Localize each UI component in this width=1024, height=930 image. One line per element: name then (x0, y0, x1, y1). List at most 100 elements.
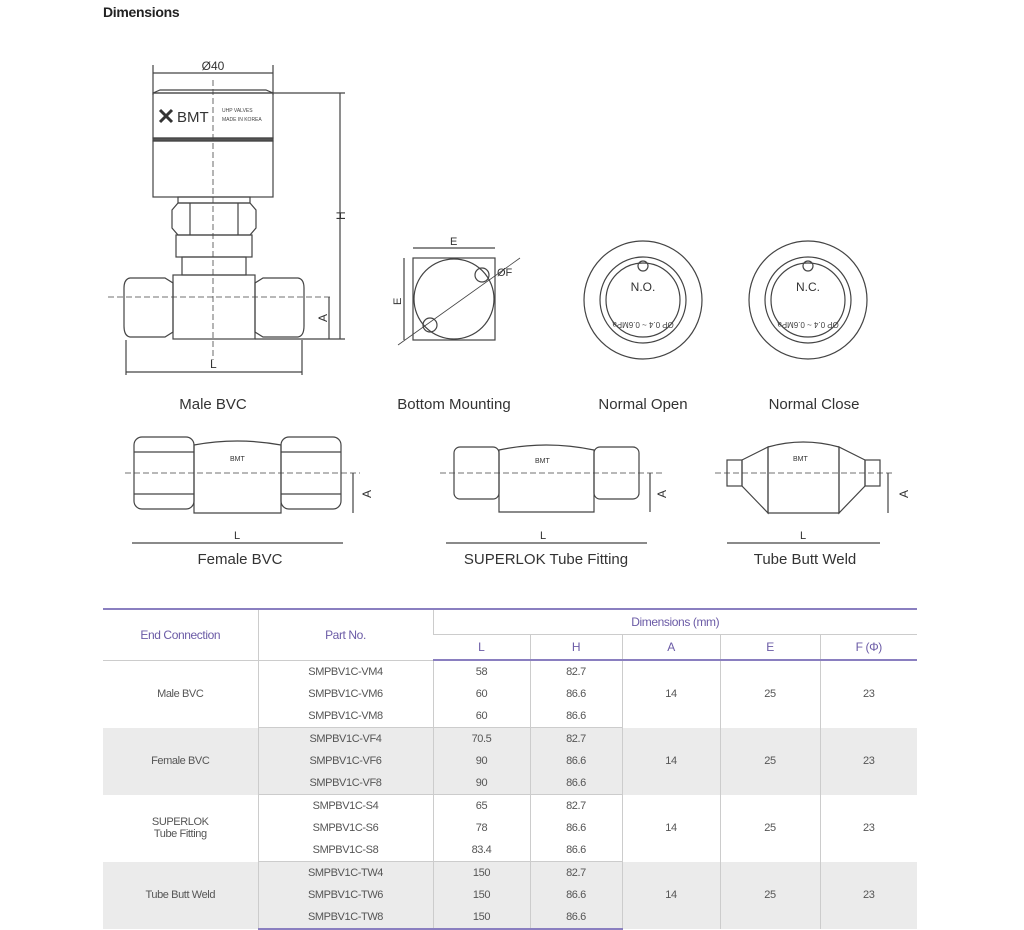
caption-normal-open: Normal Open (598, 396, 688, 413)
bottom-mounting-drawing: E E ØF (392, 236, 521, 346)
dim-f-label: ØF (497, 267, 513, 279)
header-f: F (Φ) (819, 634, 917, 661)
dim-e-top-label: E (450, 236, 457, 248)
e-cell: 25 (719, 660, 820, 728)
l-cell: 58 (432, 660, 530, 683)
dim-l-label: L (210, 357, 217, 371)
dim-l-label: L (800, 530, 806, 542)
f-cell: 23 (819, 794, 917, 862)
part-no-cell: SMPBV1C-VM4 (257, 660, 433, 683)
header-e: E (719, 634, 820, 661)
l-cell: 60 (432, 705, 530, 728)
dim-a-label: A (897, 490, 911, 498)
header-end-connection: End Connection (103, 608, 258, 661)
part-no-cell: SMPBV1C-VM8 (257, 705, 433, 728)
female-bvc-drawing: BMT A L (125, 436, 374, 544)
h-cell: 82.7 (529, 794, 622, 817)
h-cell: 86.6 (529, 817, 622, 839)
dim-a-label: A (316, 314, 330, 322)
marking-text-1: UHP VALVES (222, 108, 253, 114)
dim-diameter-label: Ø40 (202, 59, 225, 73)
a-cell: 14 (621, 660, 720, 728)
h-cell: 82.7 (529, 660, 622, 683)
a-cell: 14 (621, 861, 720, 929)
part-no-cell: SMPBV1C-TW8 (257, 906, 433, 930)
no-label: N.O. (631, 280, 656, 294)
l-cell: 60 (432, 683, 530, 705)
a-cell: 14 (621, 727, 720, 795)
e-cell: 25 (719, 794, 820, 862)
normal-open-drawing: N.O. OP 0.4 ~ 0.6MPa (583, 240, 703, 360)
caption-bottom-mounting: Bottom Mounting (397, 396, 511, 413)
part-no-cell: SMPBV1C-S6 (257, 817, 433, 839)
dimensions-table: End Connection Part No. Dimensions (mm) … (103, 608, 917, 930)
dim-h-label: H (334, 211, 348, 220)
part-no-cell: SMPBV1C-VF6 (257, 750, 433, 772)
caption-normal-close: Normal Close (768, 396, 860, 413)
dim-e-side-label: E (392, 298, 404, 305)
h-cell: 82.7 (529, 727, 622, 750)
h-cell: 86.6 (529, 772, 622, 795)
normal-close-drawing: N.C. OP 0.4 ~ 0.6MPa (748, 240, 868, 360)
e-cell: 25 (719, 727, 820, 795)
l-cell: 90 (432, 772, 530, 795)
l-cell: 150 (432, 884, 530, 906)
f-cell: 23 (819, 727, 917, 795)
h-cell: 82.7 (529, 861, 622, 884)
technical-drawings: Ø40 BMT UHP VALVES MADE IN KOREA H A L (108, 59, 911, 544)
part-no-cell: SMPBV1C-VM6 (257, 683, 433, 705)
marking-text-2: MADE IN KOREA (222, 117, 262, 123)
dim-l-label: L (234, 530, 240, 542)
header-part-no: Part No. (257, 608, 433, 661)
h-cell: 86.6 (529, 839, 622, 862)
superlok-drawing: BMT A L (440, 444, 669, 544)
h-cell: 86.6 (529, 705, 622, 728)
nc-pressure-label: OP 0.4 ~ 0.6MPa (777, 320, 839, 329)
header-l: L (433, 634, 530, 661)
male-bvc-drawing: Ø40 BMT UHP VALVES MADE IN KOREA H A L (108, 59, 348, 375)
brand-text: BMT (535, 458, 551, 465)
l-cell: 90 (432, 750, 530, 772)
end-connection-cell: Female BVC (103, 727, 258, 795)
a-cell: 14 (621, 794, 720, 862)
h-cell: 86.6 (529, 750, 622, 772)
dim-l-label: L (540, 530, 546, 542)
butt-weld-drawing: BMT A L (715, 441, 911, 544)
part-no-cell: SMPBV1C-S4 (257, 794, 433, 817)
dim-a-label: A (655, 490, 669, 498)
nc-label: N.C. (796, 280, 820, 294)
caption-female-bvc: Female BVC (197, 551, 283, 568)
l-cell: 70.5 (432, 727, 530, 750)
brand-logo-icon (158, 108, 174, 124)
dim-a-label: A (360, 490, 374, 498)
end-connection-cell: SUPERLOK Tube Fitting (151, 816, 209, 840)
brand-text: BMT (230, 456, 246, 463)
caption-butt-weld: Tube Butt Weld (753, 551, 857, 568)
h-cell: 86.6 (529, 683, 622, 705)
no-pressure-label: OP 0.4 ~ 0.6MPa (612, 320, 674, 329)
f-cell: 23 (819, 861, 917, 929)
part-no-cell: SMPBV1C-TW4 (257, 861, 433, 884)
caption-superlok: SUPERLOK Tube Fitting (463, 551, 629, 568)
brand-text: BMT (177, 109, 209, 126)
brand-text: BMT (793, 456, 809, 463)
l-cell: 65 (432, 794, 530, 817)
part-no-cell: SMPBV1C-TW6 (257, 884, 433, 906)
header-h: H (529, 634, 622, 661)
l-cell: 78 (432, 817, 530, 839)
header-a: A (621, 634, 720, 661)
l-cell: 83.4 (432, 839, 530, 862)
caption-male-bvc: Male BVC (179, 396, 247, 413)
l-cell: 150 (432, 861, 530, 884)
part-no-cell: SMPBV1C-S8 (257, 839, 433, 862)
